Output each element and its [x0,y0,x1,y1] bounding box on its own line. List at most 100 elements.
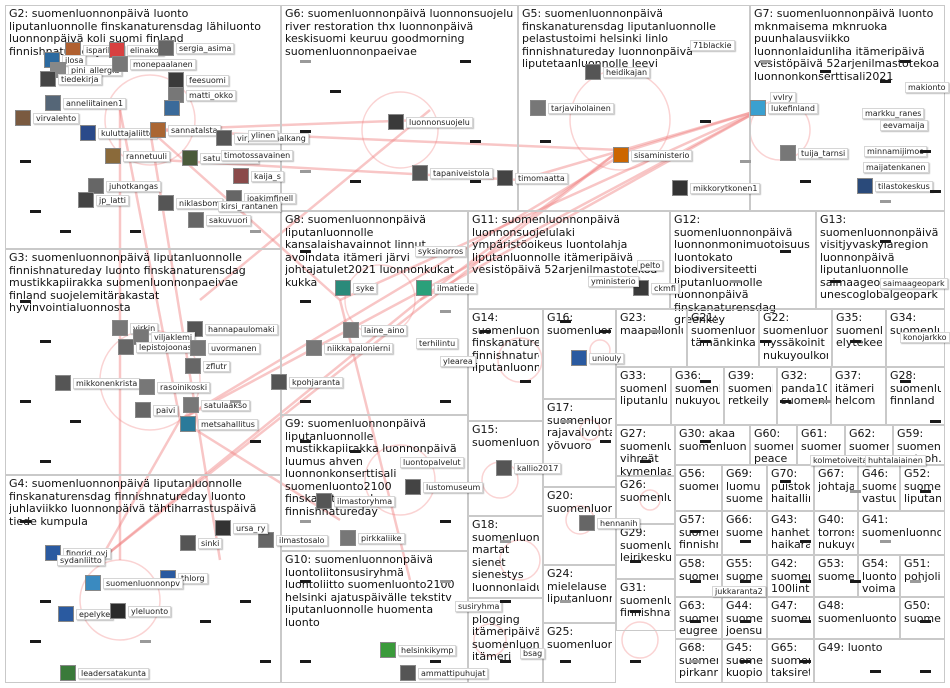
isolate-node [780,400,791,403]
node[interactable]: minnamijimoo [864,146,927,157]
node[interactable]: lustomuseum [405,479,483,495]
node[interactable]: ylinen [248,130,278,141]
node[interactable]: kolmetoiveita [810,455,870,466]
node[interactable]: uvormanen [190,340,260,356]
avatar [158,40,174,56]
node[interactable]: kuluttajaliitto [80,125,157,141]
node[interactable]: sergia_asima [158,40,234,56]
group-label: G39: suomenluonnonpäivä retkeily [728,370,773,408]
node[interactable]: tuija_tarnsi [780,145,848,161]
node[interactable]: anneliitainen1 [45,95,126,111]
isolate-node [690,530,701,533]
node[interactable]: sisaministerio [613,147,692,163]
node[interactable]: lukefinland [750,100,818,116]
node[interactable]: kpohjaranta [271,374,343,390]
node[interactable]: ammattipuhujat [400,665,488,681]
node-label: sakuvuori [206,215,251,226]
isolate-node [440,310,451,313]
node[interactable]: maijatenkanen [863,162,929,173]
node[interactable]: suomenluonnonpv [85,575,183,591]
node[interactable]: susiryhma [455,601,502,612]
node[interactable]: luonnonsuojelu [388,114,473,130]
node[interactable]: yleluonto [110,603,171,619]
node[interactable]: leadersatakunta [60,665,149,681]
group-label: G31: suomenluonnonpäivä finnishnatureday [620,582,671,620]
node-label: metsahallitus [198,419,258,430]
node[interactable]: sinki [180,535,222,551]
node[interactable]: rasoinikoski [139,379,210,395]
avatar [180,416,196,432]
node[interactable]: hannapaulomaki [187,321,278,337]
node[interactable]: terhilintu [416,338,458,349]
node[interactable]: saimaageopark [880,278,948,289]
node[interactable]: yministerio [588,276,639,287]
node[interactable]: hennanih [579,515,640,531]
node[interactable]: syke [335,280,377,296]
node[interactable]: uniouly [571,350,624,366]
node[interactable]: pelto [637,260,663,271]
node[interactable]: ursa_ry [215,520,268,536]
node[interactable] [164,100,180,116]
node[interactable]: kallio2017 [496,460,561,476]
node[interactable]: heidikajan [585,64,650,80]
node[interactable]: makionto [905,82,949,93]
node[interactable]: ilmastoryhma [316,493,395,509]
node[interactable]: ckmfi [633,280,679,296]
node[interactable]: jp_latti [78,192,129,208]
node-label: markku_ranes [862,108,924,119]
node[interactable]: laine_aino [343,322,407,338]
group-g51: G51: pohjoliputanluonnolle [900,555,945,597]
node[interactable]: eevamaija [880,120,928,131]
node[interactable]: helsinkikymp [380,642,456,658]
node[interactable]: ilmatiede [416,280,477,296]
node[interactable]: tiedekirja [40,71,102,87]
node[interactable]: kaija_s [233,168,284,184]
node[interactable]: tapaniveistola [412,165,493,181]
avatar [78,192,94,208]
group-label: G17: suomenluonnonpäivä rajavalvonta yöv… [547,402,612,452]
node[interactable]: luontopalvelut [400,457,464,468]
node[interactable]: pirkkaliike [340,530,405,546]
node[interactable]: monepaalanen [112,56,196,72]
node[interactable]: jukkaranta2 [712,586,766,597]
avatar [857,178,873,194]
node[interactable]: ylearea [440,356,476,367]
node-label: makionto [905,82,949,93]
node[interactable]: feesuomi [168,72,229,88]
node[interactable]: markku_ranes [862,108,924,119]
isolate-node [740,160,751,163]
node[interactable]: mikkonenkrista [55,375,140,391]
node[interactable]: rannetuuli [105,148,170,164]
node[interactable]: bsag [520,648,545,659]
node[interactable]: virvalehto [15,110,79,126]
avatar [416,280,432,296]
node[interactable]: sannatalsta [150,122,221,138]
node[interactable]: 71blackie [690,40,735,51]
node[interactable]: tarjaviholainen [530,100,614,116]
node[interactable]: timotossavainen [221,150,293,161]
isolate-node [40,600,51,603]
isolate-node [700,120,711,123]
node[interactable]: metsahallitus [180,416,258,432]
node-label: lepistojoonas [136,342,195,353]
node[interactable]: konojarkko [900,332,950,343]
node[interactable]: sydanliitto [57,555,105,566]
node[interactable]: lepistojoonas [118,339,195,355]
node[interactable]: tilastokeskus [857,178,933,194]
group-g42: G42: suomenluonnonpäivä 100lintua [767,555,814,597]
node[interactable]: niklasbom [158,195,223,211]
node[interactable]: niikkapalonierni [306,340,393,356]
node[interactable]: epelyke [58,606,113,622]
node[interactable]: kirsi_rantanen [218,201,281,212]
isolate-node [730,280,741,283]
node[interactable]: sakuvuori [188,212,251,228]
node[interactable]: huhtalaiainen [865,455,926,466]
node[interactable]: mikkorytkonen1 [672,180,760,196]
node[interactable]: zflutr [185,358,230,374]
node[interactable]: syksinorros [415,246,466,257]
group-g52: G52: suomenluonnonpäivä liputanluonnolle [900,465,945,511]
node[interactable]: timomaatta [497,170,568,186]
isolate-node [230,400,241,403]
node[interactable]: paivi [135,402,178,418]
